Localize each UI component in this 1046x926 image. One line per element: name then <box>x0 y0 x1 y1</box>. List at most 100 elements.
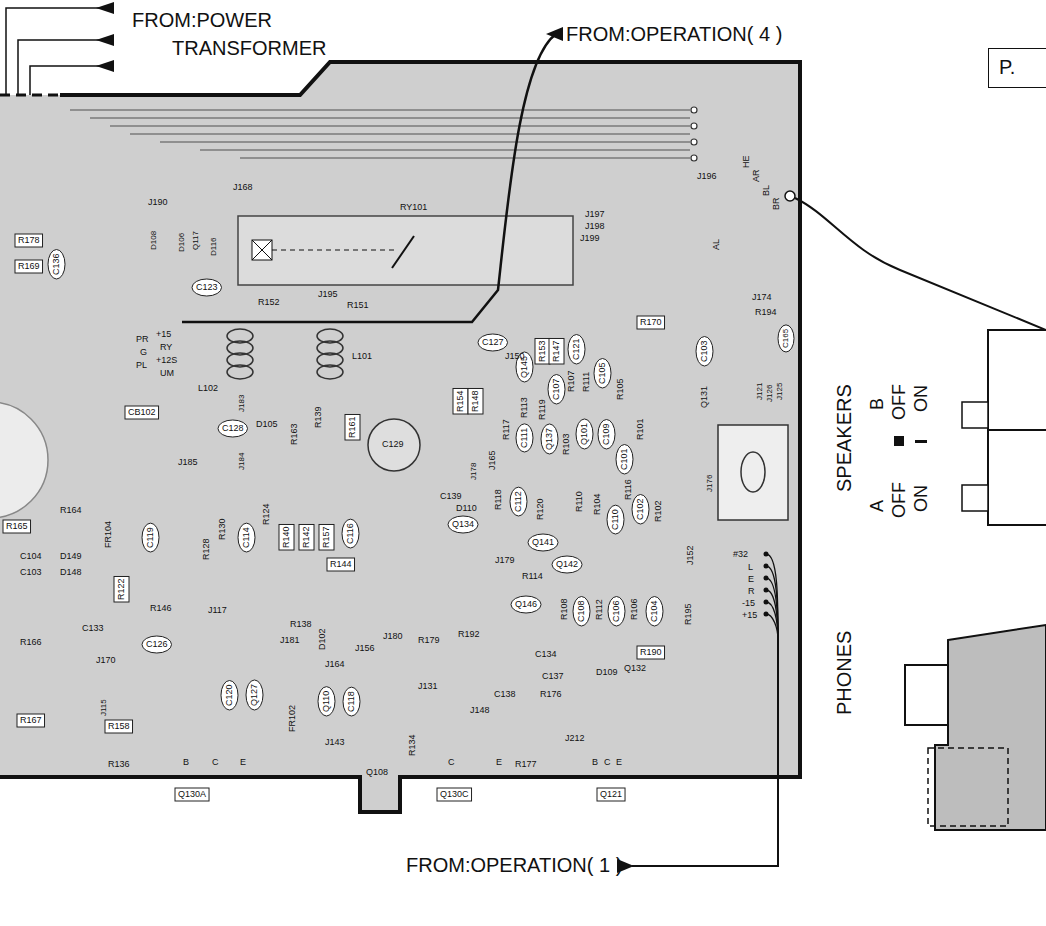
wire <box>766 578 778 640</box>
panel-label: OFF <box>890 482 908 518</box>
panel-label: A <box>868 500 886 512</box>
component-ref: R124 <box>262 503 271 525</box>
component-ref: C129 <box>382 440 404 449</box>
capacitor-outline <box>192 279 222 296</box>
component-ref: J179 <box>495 556 515 565</box>
component-ref: R153 <box>538 340 547 362</box>
component-ref: R176 <box>540 690 562 699</box>
component-ref: R114 <box>522 572 543 581</box>
capacitor-outline <box>318 687 335 716</box>
component-ref: R122 <box>117 578 126 600</box>
relay-body <box>238 216 573 285</box>
component-ref: C139 <box>440 492 462 501</box>
component-ref: D105 <box>256 420 278 429</box>
component-ref: R194 <box>755 308 777 317</box>
capacitor-outline <box>448 516 478 533</box>
box-title: P. <box>999 55 1046 79</box>
coil-l101 <box>317 329 343 379</box>
component-ref: J197 <box>585 210 605 219</box>
pin-name: RY <box>160 343 172 352</box>
component-ref: J121 <box>756 383 764 400</box>
component-ref: J115 <box>100 699 108 716</box>
component-ref: RY101 <box>400 203 427 212</box>
component-ref: R119 <box>538 399 547 420</box>
component-ref: R192 <box>458 630 480 639</box>
capacitor-outline <box>576 419 593 449</box>
component-ref: R139 <box>314 406 323 428</box>
resistor-outline <box>549 338 564 364</box>
component-ref: J196 <box>697 172 717 181</box>
component-ref: R107 <box>567 370 576 392</box>
component-ref: J131 <box>418 682 438 691</box>
component-ref: Q132 <box>624 664 646 673</box>
component-ref: R103 <box>562 433 571 455</box>
phones-board <box>935 625 1046 830</box>
component-ref: C136 <box>52 253 61 275</box>
component-ref: J126 <box>766 385 774 402</box>
transformer-lead <box>18 40 112 95</box>
component-ref: J156 <box>355 644 375 653</box>
resistor-outline <box>637 646 665 659</box>
component-ref: R178 <box>18 236 40 245</box>
component-ref: D149 <box>60 552 82 561</box>
component-ref: C120 <box>225 684 234 706</box>
component-ref: L101 <box>352 352 372 361</box>
component-ref: R164 <box>60 506 82 515</box>
board-fill <box>0 62 800 812</box>
panel-label: PHONES <box>834 631 854 715</box>
panel-label: ON <box>912 485 930 512</box>
capacitor-outline <box>246 680 263 710</box>
component-ref: R154 <box>456 390 465 412</box>
component-ref: L102 <box>198 384 218 393</box>
component-ref: FR104 <box>104 521 113 548</box>
component-ref: R113 <box>520 397 529 418</box>
component-ref: C104 <box>650 600 659 622</box>
source-note: FROM:OPERATION( 4 ) <box>566 24 782 44</box>
track <box>70 109 690 111</box>
mounting-hole <box>741 452 765 492</box>
operation-4-wire <box>182 34 556 322</box>
resistor-outline <box>345 414 360 440</box>
pin-name: G <box>140 348 147 357</box>
coil-l102 <box>227 329 253 379</box>
component-ref: C104 <box>20 552 42 561</box>
capacitor-outline <box>573 596 590 626</box>
coil-turn <box>227 365 253 379</box>
component-ref: J176 <box>706 475 714 492</box>
resistor-outline <box>437 788 472 801</box>
track <box>240 157 690 159</box>
resistor-outline <box>468 388 483 414</box>
component-ref: R111 <box>582 372 591 392</box>
pin-name: UM <box>160 369 174 378</box>
component-ref: R161 <box>348 416 357 438</box>
component-ref: Q145 <box>520 356 529 378</box>
track <box>90 117 690 119</box>
component-ref: Q130C <box>440 790 469 799</box>
capacitor-outline <box>778 325 794 352</box>
track-pads <box>691 107 697 161</box>
component-ref: J198 <box>585 222 605 231</box>
component-ref: R120 <box>536 498 545 520</box>
wire <box>766 590 778 640</box>
copper-tracks <box>70 110 690 158</box>
track <box>200 149 690 151</box>
component-ref: C126 <box>146 640 168 649</box>
component-ref: R134 <box>408 734 417 756</box>
capacitor-outline <box>696 336 713 366</box>
component-ref: C106 <box>612 600 621 622</box>
component-ref: C134 <box>535 650 557 659</box>
component-ref: J199 <box>580 234 600 243</box>
component-ref: C121 <box>572 338 581 360</box>
wire <box>766 614 778 640</box>
component-ref: C101 <box>620 448 629 470</box>
component-ref: Q142 <box>556 560 578 569</box>
component-ref: R190 <box>640 648 662 657</box>
resistor-outline <box>453 388 468 414</box>
relay-contact <box>392 236 414 268</box>
transformer-lead <box>6 8 112 95</box>
component-ref: J165 <box>488 450 497 470</box>
operation-1-wire <box>632 640 778 866</box>
capacitor-outline <box>221 680 238 710</box>
track <box>130 133 690 135</box>
